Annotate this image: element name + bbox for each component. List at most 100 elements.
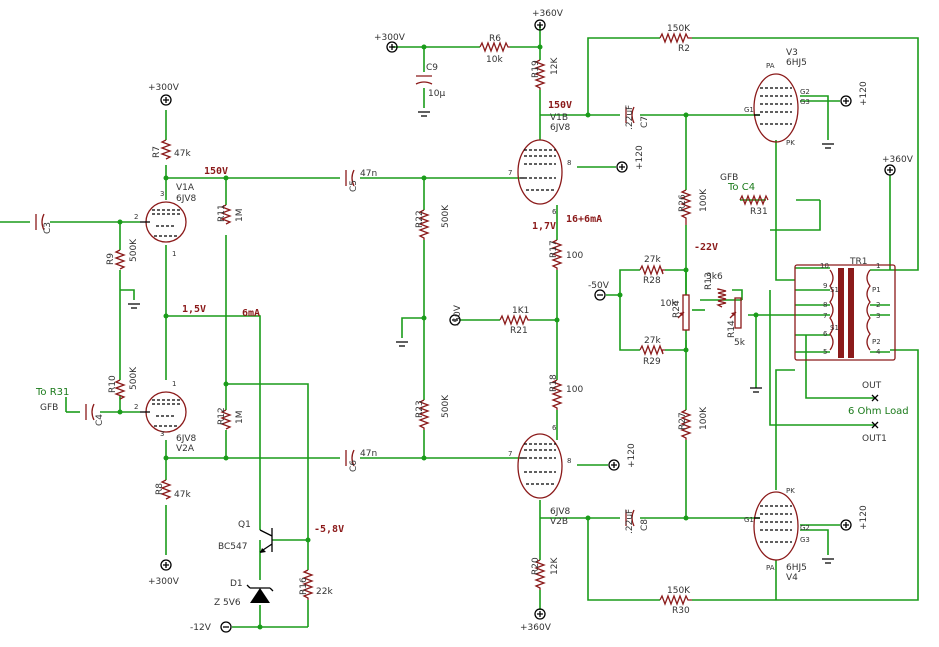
svg-text:8: 8 [567, 159, 571, 167]
svg-text:PA: PA [766, 564, 775, 572]
v150-left: 150V [204, 166, 228, 177]
resistor-r26 [680, 189, 692, 225]
svg-text:4: 4 [876, 348, 881, 356]
v1-7: 1,7V [532, 221, 556, 232]
resistor-r27 [680, 409, 692, 440]
out-terminal-icon [871, 394, 879, 402]
svg-text:100K: 100K [699, 406, 709, 430]
svg-text:P1: P1 [872, 286, 881, 294]
svg-text:6 Ohm Load: 6 Ohm Load [848, 406, 909, 417]
svg-text:G2: G2 [800, 524, 810, 532]
gfb-left-note: GFB [40, 403, 58, 413]
capacitor-c5 [345, 169, 355, 187]
svg-text:10k: 10k [486, 55, 503, 65]
resistor-r10 [114, 379, 126, 400]
svg-text:2: 2 [134, 403, 138, 411]
svg-text:6JV8: 6JV8 [550, 507, 571, 517]
svg-text:D1: D1 [230, 579, 243, 589]
svg-text:1: 1 [876, 262, 880, 270]
svg-text:100K: 100K [699, 188, 709, 212]
rail-p120-v1b: +120 [635, 145, 645, 170]
svg-text:1M: 1M [235, 209, 245, 223]
svg-text:1K1: 1K1 [512, 306, 529, 316]
svg-text:R26: R26 [678, 194, 688, 212]
vm5-8: -5,8V [314, 524, 344, 535]
svg-text:47n: 47n [360, 169, 377, 179]
resistor-r12 [220, 409, 232, 430]
tube-v2a: 6JV8 V2A 1 2 3 [134, 380, 197, 454]
svg-text:6: 6 [552, 424, 557, 432]
resistor-r2 [659, 32, 692, 44]
annotations: 150V 150V 1,5V 6mA 1,7V 16+6mA -22V -5,8… [35, 100, 755, 535]
svg-text:P2: P2 [872, 338, 881, 346]
resistor-r16 [302, 569, 314, 600]
rail-p360-top: +360V [532, 9, 564, 19]
svg-text:R9: R9 [106, 253, 116, 265]
svg-text:C5: C5 [349, 180, 359, 192]
i-16-6ma: 16+6mA [566, 214, 602, 225]
svg-text:7: 7 [823, 312, 827, 320]
svg-text:1: 1 [172, 250, 176, 258]
svg-text:47k: 47k [174, 490, 191, 500]
svg-text:8: 8 [823, 301, 827, 309]
svg-text:R18: R18 [549, 374, 559, 392]
svg-text:10k: 10k [660, 299, 677, 309]
svg-text:500K: 500K [129, 366, 139, 390]
resistor-r7 [160, 139, 172, 160]
svg-text:22k: 22k [316, 587, 333, 597]
resistor-r9 [114, 249, 126, 270]
svg-text:R23: R23 [415, 400, 425, 418]
svg-text:500K: 500K [441, 204, 451, 228]
svg-text:12K: 12K [550, 57, 560, 75]
svg-text:R16: R16 [299, 577, 309, 595]
svg-text:V4: V4 [786, 573, 798, 583]
svg-text:3k6: 3k6 [706, 272, 723, 282]
semiconductors: Q1 BC547 D1 Z 5V6 [214, 520, 274, 608]
svg-text:47n: 47n [360, 449, 377, 459]
svg-text:R8: R8 [155, 483, 165, 495]
resistor-r29 [639, 344, 665, 356]
resistor-r8 [160, 479, 172, 500]
capacitor-c7 [625, 106, 635, 124]
svg-text:100: 100 [566, 385, 583, 395]
svg-text:R13: R13 [704, 272, 714, 290]
svg-text:10µ: 10µ [428, 89, 445, 99]
capacitor-c4 [85, 403, 95, 421]
rail-m12: -12V [190, 623, 212, 633]
svg-text:R19: R19 [531, 60, 541, 78]
svg-text:500K: 500K [129, 238, 139, 262]
resistor-r21 [499, 314, 530, 326]
svg-text:G3: G3 [800, 536, 810, 544]
svg-text:OUT1: OUT1 [862, 434, 887, 444]
ground-icon [822, 558, 834, 564]
svg-text:47k: 47k [174, 149, 191, 159]
svg-text:27k: 27k [644, 255, 661, 265]
svg-text:R24: R24 [672, 300, 682, 318]
svg-text:V2B: V2B [550, 517, 568, 527]
svg-text:TR1: TR1 [849, 257, 867, 267]
svg-text:Q1: Q1 [238, 520, 251, 530]
ground-icon [418, 111, 430, 117]
svg-text:R31: R31 [750, 207, 768, 217]
svg-text:S1: S1 [830, 286, 839, 294]
svg-text:150K: 150K [667, 586, 691, 596]
resistor-r28 [639, 264, 665, 276]
svg-text:R11: R11 [217, 204, 227, 222]
rail-p120-v2b: +120 [627, 443, 637, 468]
svg-text:R29: R29 [643, 357, 661, 367]
svg-text:C8: C8 [640, 519, 650, 531]
v1-5: 1,5V [182, 304, 206, 315]
rail-m50-right: -50V [588, 281, 610, 291]
svg-text:500K: 500K [441, 394, 451, 418]
svg-text:1M: 1M [235, 411, 245, 425]
svg-text:R28: R28 [643, 276, 661, 286]
svg-text:R7: R7 [152, 146, 162, 158]
svg-text:C3: C3 [43, 222, 53, 234]
tube-v1b: V1B 6JV8 7 8 6 [508, 113, 571, 216]
rail-m50-left: -50V [453, 304, 463, 326]
svg-text:V3: V3 [786, 48, 798, 58]
zener-d1: D1 Z 5V6 [214, 579, 274, 608]
svg-text:.22uF: .22uF [625, 105, 635, 130]
gfb-right-note: GFB [720, 173, 738, 183]
svg-text:R20: R20 [531, 557, 541, 575]
